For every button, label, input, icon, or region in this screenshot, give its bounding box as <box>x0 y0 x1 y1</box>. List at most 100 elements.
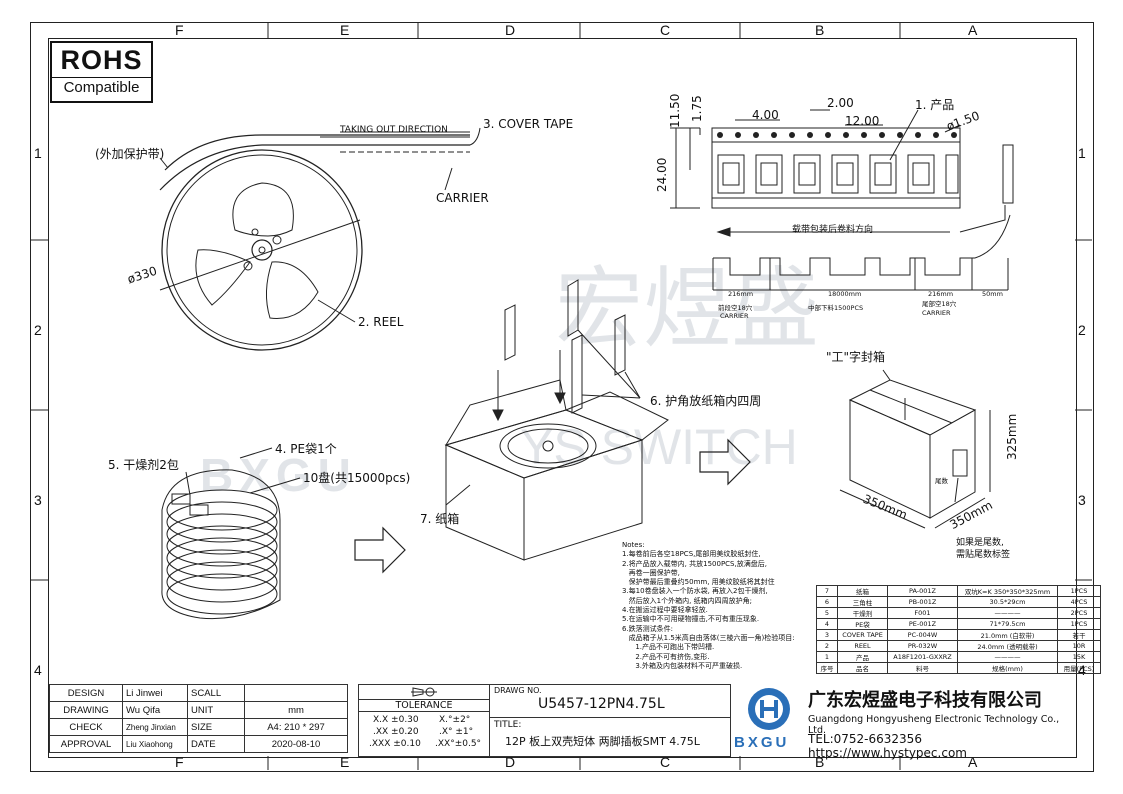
table-cell: 15K <box>1057 651 1101 663</box>
rohs-badge: ROHS Compatible <box>50 41 153 103</box>
drawing-no-divider <box>490 717 730 718</box>
label-product: 1. 产品 <box>915 98 955 112</box>
table-cell: 3 <box>816 629 838 641</box>
table-cell: F001 <box>887 607 958 619</box>
inner-border <box>48 38 1077 758</box>
tail-note-2: 需贴尾数标签 <box>956 550 1011 560</box>
drawing-no: U5457-12PN4.75L <box>538 696 665 712</box>
table-cell: 6 <box>816 596 838 608</box>
dim-325: 325mm <box>1005 413 1019 460</box>
table-cell: 10R <box>1057 640 1101 652</box>
label-pe-bag: 4. PE袋1个 <box>275 442 337 456</box>
table-cell: A18F1201-GXXRZ <box>887 651 958 663</box>
table-cell: 三角柱 <box>837 596 888 608</box>
table-cell: PB-001Z <box>887 596 958 608</box>
label-tail-carrier: CARRIER <box>922 309 951 317</box>
cell-drawing: DRAWING <box>49 701 123 719</box>
company-box: BXGU 广东宏煜盛电子科技有限公司 Guangdong Hongyusheng… <box>730 684 1075 760</box>
table-cell: 2PCS <box>1057 607 1101 619</box>
tape-side-view <box>712 214 1011 291</box>
label-direction: 载带包装后卷料方向 <box>792 225 874 235</box>
zone-right-2: 2 <box>1078 322 1086 338</box>
zone-top-d: D <box>505 22 516 38</box>
label-middle: 中部下料1500PCS <box>808 304 864 312</box>
table-cell: 30.5*29cm <box>957 596 1058 608</box>
note-line: 5.在运输中不可用硬物撞击,不可有重压现象. <box>622 615 760 624</box>
tolerance-title: TOLERANCE <box>359 699 489 712</box>
note-line: 1.产品不可跑出下带凹槽. <box>622 643 715 652</box>
drawing-no-label: DRAWG NO. <box>494 686 542 695</box>
cell-approval: APPROVAL <box>49 735 123 753</box>
company-contact: TEL:0752-6632356 https://www.hystypec.co… <box>808 732 967 760</box>
table-cell: 用量(PCS) <box>1057 662 1101 674</box>
cell-approval-by: Liu Xiaohong <box>122 735 188 753</box>
zone-bottom-f: F <box>175 754 184 770</box>
label-seal: "工"字封箱 <box>826 350 886 364</box>
zone-left-3: 3 <box>34 492 42 508</box>
zone-bottom-b: B <box>815 754 825 770</box>
label-cover-tape: 3. COVER TAPE <box>483 117 574 131</box>
tol-1: X.X ±0.30 <box>373 715 419 725</box>
table-cell: 4PCS <box>1057 596 1101 608</box>
table-cell: 1 <box>816 651 838 663</box>
table-cell: 71*79.5cm <box>957 618 1058 630</box>
label-carrier: CARRIER <box>436 191 489 205</box>
note-line: 2.将产品放入载带内, 共放1500PCS,放满盘后, <box>622 559 767 568</box>
reel-drawing <box>159 127 481 351</box>
dim-1-75: 1.75 <box>690 95 704 122</box>
zone-left-4: 4 <box>34 662 42 678</box>
outer-border <box>30 22 1094 772</box>
note-line: 3.外箱及内包装材料不可严重破损. <box>622 661 743 670</box>
tolerance-box: TOLERANCE X.X ±0.30 X.°±2° .XX ±0.20 .X°… <box>358 684 490 757</box>
tol-5: .XXX ±0.10 <box>369 739 421 749</box>
len-50: 50mm <box>982 290 1003 298</box>
sealed-box-drawing <box>839 369 991 529</box>
table-cell: 若干 <box>1057 629 1101 641</box>
len-216-tail: 216mm <box>928 290 954 298</box>
note-line: 保护带最后重叠约50mm, 用美纹胶纸将其封住 <box>622 578 775 587</box>
dim-4-00: 4.00 <box>752 108 779 122</box>
flow-arrows <box>354 438 751 574</box>
table-cell: 1PCS <box>1057 585 1101 597</box>
table-cell: ———— <box>957 607 1058 619</box>
title-block-left: DESIGN Li Jinwei SCALL DRAWING Wu Qifa U… <box>49 684 348 753</box>
zone-top-b: B <box>815 22 825 38</box>
dim-24-00: 24.00 <box>655 157 669 192</box>
cell-unit-val: mm <box>244 701 348 719</box>
table-cell: COVER TAPE <box>837 629 888 641</box>
reel-stack-drawing <box>161 447 301 620</box>
cell-scall-val <box>244 684 348 702</box>
zone-right-1: 1 <box>1078 145 1086 161</box>
table-cell: 1PCS <box>1057 618 1101 630</box>
zone-bottom-a: A <box>968 754 978 770</box>
note-line: Notes: <box>622 541 645 549</box>
projection-symbol-icon <box>411 687 437 697</box>
company-logo-icon <box>748 688 790 730</box>
table-cell: 品名 <box>837 662 888 674</box>
tail-note-1: 如果是尾数, <box>956 538 1004 548</box>
table-cell: 产品 <box>837 651 888 663</box>
cell-unit: UNIT <box>187 701 245 719</box>
cell-date-val: 2020-08-10 <box>244 735 348 753</box>
note-line: 然后放入1个外箱内, 纸箱内四周放护角; <box>622 596 752 605</box>
table-cell: PE袋 <box>837 618 888 630</box>
label-front-carrier: CARRIER <box>720 312 749 320</box>
note-line: 再卷一圈保护带, <box>622 568 680 577</box>
company-logo-text: BXGU <box>734 734 790 751</box>
drawing-title: 12P 板上双壳短体 两脚插板SMT 4.75L <box>505 735 700 748</box>
label-ten-reels: 10盘(共15000pcs) <box>303 471 411 485</box>
leader-lines <box>445 484 471 506</box>
cell-check: CHECK <box>49 718 123 736</box>
table-cell: ———— <box>957 651 1058 663</box>
table-row: 序号品名料号规格(mm)用量(PCS) <box>816 662 1101 674</box>
cell-design: DESIGN <box>49 684 123 702</box>
zone-top-e: E <box>340 22 350 38</box>
note-line: 3.每10卷盘装入一个防水袋, 再放入2包干燥剂, <box>622 587 768 596</box>
notes-block: Notes:1.每卷前后各空18PCS,尾部用美纹胶纸封住,2.将产品放入载带内… <box>622 541 795 671</box>
table-cell: 7 <box>816 585 838 597</box>
zone-top-f: F <box>175 22 184 38</box>
